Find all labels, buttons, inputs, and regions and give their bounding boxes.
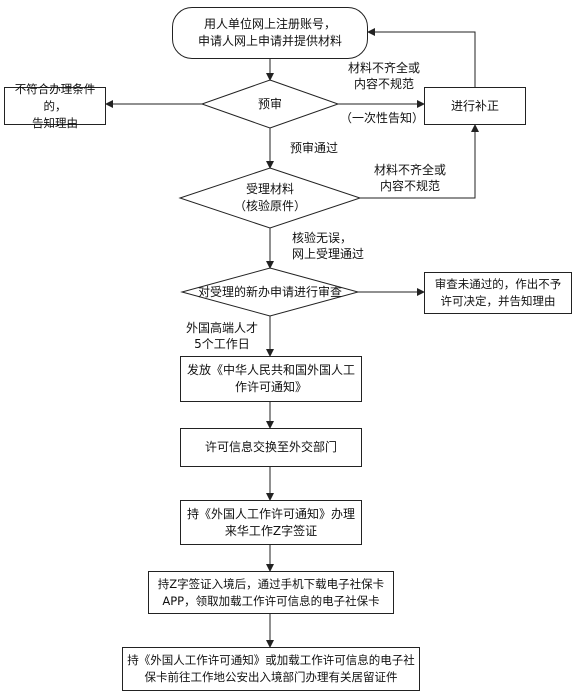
- supplement-node: 进行补正: [424, 87, 526, 125]
- label-pass-pre: 预审通过: [290, 141, 339, 155]
- review-fail-node: 审查未通过的，作出不予 许可决定，并告知理由: [424, 272, 572, 314]
- exchange-node: 许可信息交换至外交部门: [180, 428, 362, 467]
- review-text: 对受理的新办申请进行审查: [197, 284, 342, 299]
- reject-node: 不符合办理条件的， 告知理由: [4, 82, 106, 130]
- arrow-supplement-to-start: [367, 28, 476, 87]
- ecard-node: 持Z字签证入境后，通过手机下载电子社保卡 APP，领取加载工作许可信息的电子社保…: [148, 571, 394, 614]
- accept-text: 受理材料 （核验原件）: [233, 182, 306, 213]
- label-talent: 外国高端人才 5个工作日: [185, 321, 258, 351]
- label-verified: 核验无误， 网上受理通过: [292, 231, 365, 261]
- residence-node: 持《外国人工作许可通知》或加载工作许可信息的电子社 保卡前往工作地公安出入境部门…: [122, 647, 420, 691]
- pre-review-text: 预审: [257, 96, 282, 111]
- visa-node: 持《外国人工作许可通知》办理 来华工作Z字签证: [180, 500, 362, 545]
- label-one-time: （一次性告知）: [340, 111, 425, 125]
- arrow-accept-to-supplement: [360, 124, 479, 199]
- label-incomplete-1: 材料不齐全或 内容不规范: [347, 61, 420, 91]
- label-incomplete-2: 材料不齐全或 内容不规范: [373, 163, 446, 193]
- start-node: 用人单位网上注册账号， 申请人网上申请并提供材料: [172, 7, 368, 59]
- issue-notice-node: 发放《中华人民共和国外国人工 作许可通知》: [180, 356, 362, 402]
